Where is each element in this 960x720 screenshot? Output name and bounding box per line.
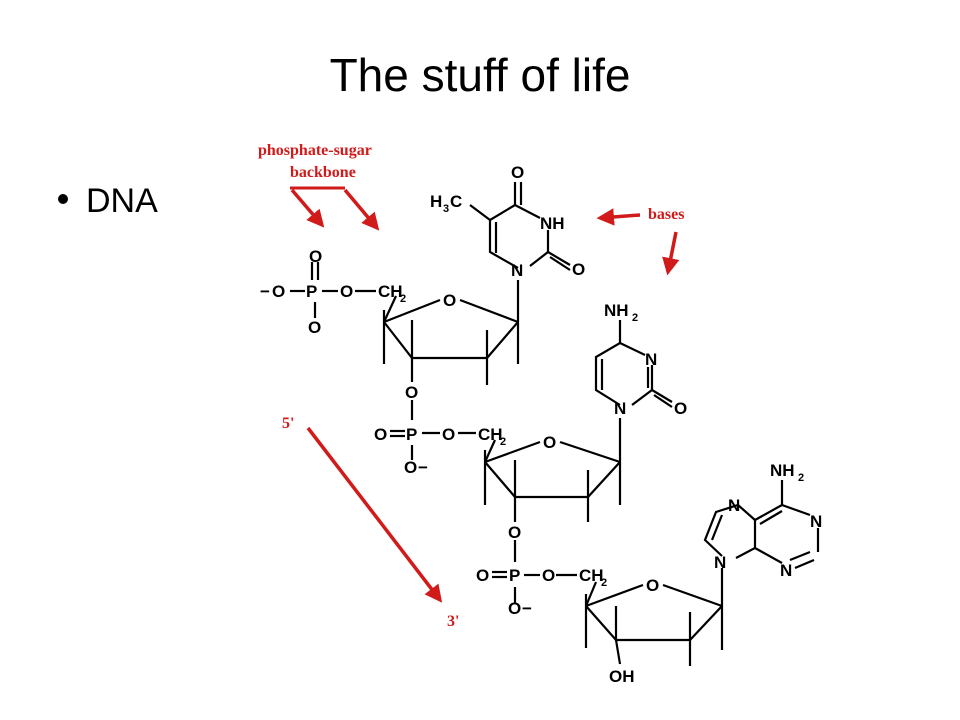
atom-sub: 2 — [798, 472, 804, 484]
atom-n: N — [645, 350, 657, 369]
molecule-bonds — [290, 182, 820, 666]
ring-o: O — [443, 291, 456, 310]
backbone-label-line1: phosphate-sugar — [258, 142, 372, 159]
atom-p: P — [406, 425, 417, 444]
backbone-arrow-2 — [343, 188, 380, 231]
atom-o: O — [511, 163, 524, 182]
atom-c: C — [450, 192, 462, 211]
bases-arrow-2 — [662, 231, 680, 276]
atom-nh2: NH — [770, 461, 795, 480]
atom-o: O — [508, 523, 521, 542]
atom-labels: − O P O O O CH 2 O O H 3 C O NH N O O P … — [260, 163, 822, 686]
atom-sub: 3 — [443, 203, 449, 215]
atom-o: O — [476, 566, 489, 585]
bases-arrow-1 — [596, 208, 641, 226]
atom-oh: OH — [609, 667, 635, 686]
atom-o: O — [309, 247, 322, 266]
atom-sub: 2 — [500, 436, 506, 448]
atom-o: O — [405, 383, 418, 402]
atom-n: N — [614, 399, 626, 418]
atom-o: O — [442, 425, 455, 444]
ring-o: O — [543, 433, 556, 452]
atom-o: O — [272, 282, 285, 301]
atom-ch: CH — [378, 282, 403, 301]
atom-n: N — [780, 561, 792, 580]
atom-n: N — [810, 512, 822, 531]
atom-o: O — [542, 566, 555, 585]
atom-n: N — [728, 496, 740, 515]
atom-nh: NH — [540, 214, 565, 233]
atom-o: O — [340, 282, 353, 301]
five-prime-label: 5' — [282, 415, 294, 432]
bases-label: bases — [648, 206, 684, 223]
atom-charge: − — [522, 599, 532, 618]
atom-n: N — [714, 553, 726, 572]
atom-nh2: NH — [604, 301, 629, 320]
atom-o: O — [404, 458, 417, 477]
atom-sub: 2 — [400, 293, 406, 305]
atom-charge: − — [260, 282, 270, 301]
five-to-three-arrow — [306, 426, 443, 603]
backbone-arrow-1 — [290, 188, 325, 228]
backbone-label-line2: backbone — [290, 164, 356, 181]
bullet-dot — [58, 194, 68, 205]
atom-charge: − — [418, 458, 428, 477]
atom-ch: CH — [579, 566, 604, 585]
three-prime-label: 3' — [447, 613, 459, 630]
atom-p: P — [306, 282, 317, 301]
atom-ch: CH — [478, 425, 503, 444]
atom-o: O — [674, 399, 687, 418]
atom-sub: 2 — [601, 577, 607, 589]
atom-o: O — [308, 318, 321, 337]
bullet-text: DNA — [86, 182, 158, 220]
atom-o: O — [572, 260, 585, 279]
bullet-item: DNA — [58, 182, 158, 221]
slide-title: The stuff of life — [329, 49, 631, 101]
annotations: phosphate-sugar backbone bases 5' 3' — [258, 142, 684, 630]
atom-o: O — [374, 425, 387, 444]
atom-h3c: H — [430, 192, 442, 211]
ring-o: O — [646, 576, 659, 595]
atom-o: O — [508, 599, 521, 618]
atom-sub: 2 — [632, 312, 638, 324]
atom-p: P — [509, 566, 520, 585]
atom-n: N — [511, 261, 523, 280]
